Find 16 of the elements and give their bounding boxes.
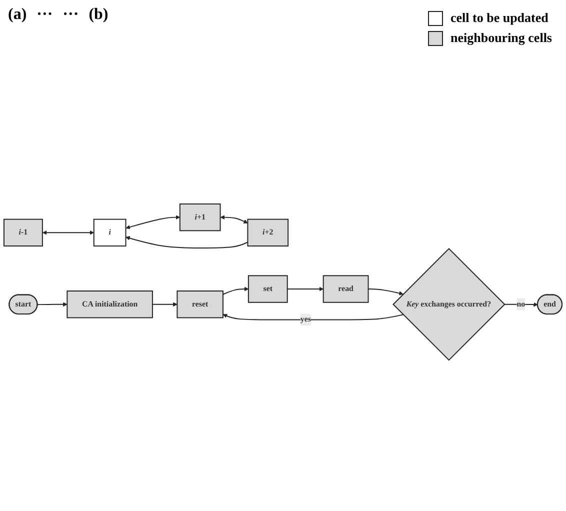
panel-label: (b) [88,6,108,23]
arrow [368,289,404,296]
arrow [126,216,180,230]
legend-text: cell to be updated [450,10,548,26]
arrow [152,302,178,308]
panel-label: ··· [36,6,53,23]
arrow [220,216,248,224]
arrow [286,287,324,292]
legend-text: neighbouring cells [450,30,552,46]
arrow [126,236,248,249]
panel-label: ··· [62,6,79,23]
arrow [222,287,249,296]
arrow [222,314,404,321]
arrow [36,302,68,308]
arrow [42,230,94,236]
panel-label: (a) [8,6,27,23]
